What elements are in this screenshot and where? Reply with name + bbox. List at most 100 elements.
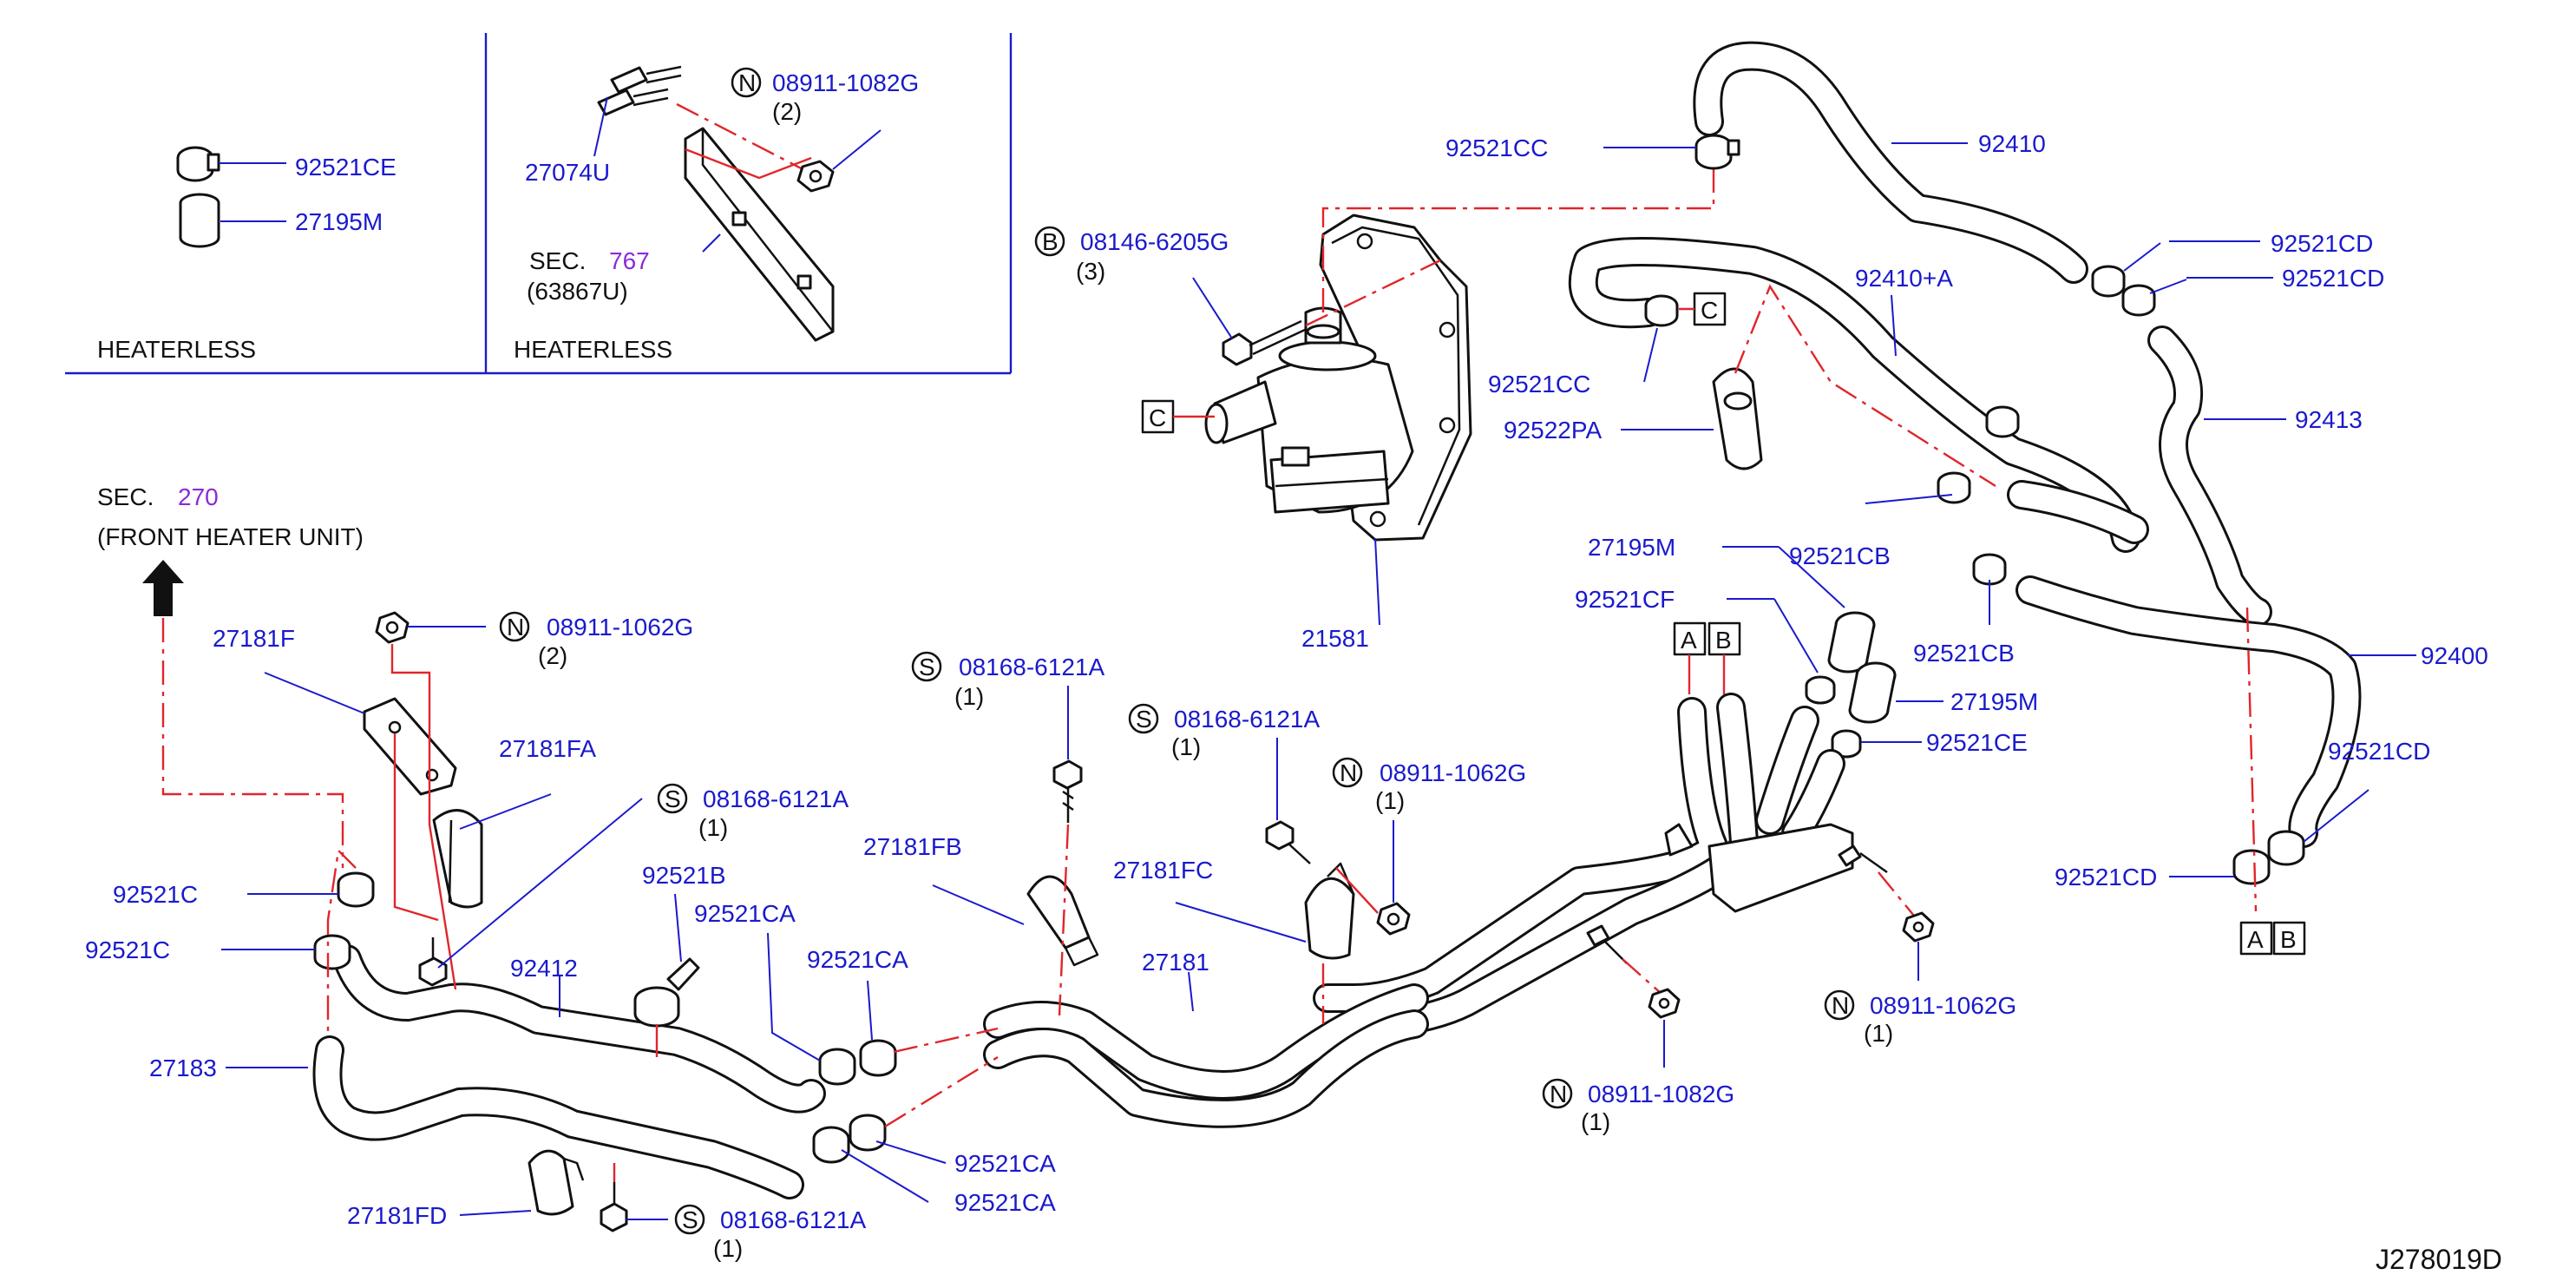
label-27181FD: 27181FD	[347, 1202, 447, 1229]
bracket-63867U	[684, 127, 835, 342]
sec-270-prefix: SEC.	[97, 483, 154, 510]
connector-b-right: B	[2280, 926, 2297, 953]
label-27183: 27183	[149, 1055, 217, 1081]
bracket-27181F	[363, 697, 457, 796]
symbol-n-left: N	[507, 614, 524, 641]
heaterless-inset-frames	[65, 33, 1013, 375]
nut-icon	[796, 160, 835, 193]
symbol-s-2: S	[1136, 706, 1152, 733]
qty-08911-1082G-top: (2)	[772, 98, 802, 125]
qty-08911-1062G-top: (2)	[538, 642, 567, 669]
label-08168-6121A-1: 08168-6121A	[959, 654, 1104, 680]
clip-92522PA	[1712, 367, 1763, 470]
label-08911-1062G-bot: 08911-1062G	[1870, 992, 2016, 1019]
qty-08168-6121A-2: (1)	[1171, 733, 1201, 760]
label-27181FC: 27181FC	[1113, 857, 1213, 884]
label-08168-6121A-2: 08168-6121A	[1174, 706, 1320, 733]
connector-b-lower: B	[1715, 627, 1732, 654]
clip-27181FD	[528, 1149, 585, 1216]
qty-08168-6121A-3: (1)	[698, 814, 728, 841]
label-92521CD-4: 92521CD	[2055, 864, 2157, 890]
label-92521CA-1: 92521CA	[694, 900, 796, 927]
label-27195M-right: 27195M	[1950, 688, 2038, 715]
hose-clamp-icon	[1694, 134, 1740, 170]
sleeve-icon	[1827, 611, 1897, 724]
label-08168-6121A-3: 08168-6121A	[703, 785, 849, 812]
hose-clamp-icon	[1644, 294, 1679, 327]
symbol-s-4: S	[682, 1206, 698, 1233]
label-92522PA: 92522PA	[1504, 417, 1602, 444]
clip-27181FC	[1304, 862, 1355, 960]
label-08911-1082G-top: 08911-1082G	[772, 69, 919, 96]
hose-clamp-icon	[812, 1039, 897, 1164]
label-92521CD-3: 92521CD	[2328, 738, 2430, 765]
symbol-n-center: N	[1340, 759, 1357, 786]
bracket-lower-right	[1664, 823, 1854, 913]
hose-clamp-icon	[313, 871, 375, 970]
sec-767-part: (63867U)	[527, 278, 628, 305]
label-21581: 21581	[1301, 625, 1369, 652]
label-92521CE-top: 92521CE	[295, 154, 397, 181]
label-08911-1062G-mid: 08911-1062G	[1380, 759, 1526, 786]
label-92521CC-top: 92521CC	[1445, 135, 1548, 161]
qty-08911-1082G-bot: (1)	[1581, 1108, 1610, 1135]
bolt-icon	[1052, 759, 1083, 823]
bolt-icon	[600, 1182, 628, 1232]
diagram-id: J278019D	[2376, 1244, 2502, 1275]
label-08168-6121A-4: 08168-6121A	[720, 1206, 866, 1233]
hose-clamp-icon	[633, 957, 700, 1028]
label-27181F: 27181F	[213, 625, 295, 652]
connector-a-lower: A	[1681, 627, 1697, 654]
bolt-icon	[1265, 820, 1311, 864]
label-92521CB-2: 92521CB	[1913, 640, 2015, 667]
label-92521CB-1: 92521CB	[1789, 542, 1891, 569]
label-92410-plus-a: 92410+A	[1855, 265, 1953, 292]
label-27181FA: 27181FA	[499, 735, 596, 762]
pipe-27181	[1313, 697, 1728, 1013]
connector-a-right: A	[2247, 926, 2264, 953]
nut-icon	[1376, 902, 1411, 936]
qty-08168-6121A-4: (1)	[713, 1235, 743, 1262]
hose-clamp-icon	[1805, 675, 1862, 759]
label-92521CE-right: 92521CE	[1926, 729, 2028, 756]
nut-icon	[1902, 911, 1935, 943]
label-08146-6205G: 08146-6205G	[1080, 228, 1229, 255]
qty-08168-6121A-1: (1)	[954, 683, 984, 710]
label-92521CA-2: 92521CA	[807, 946, 908, 973]
label-92410: 92410	[1978, 130, 2046, 157]
qty-08911-1062G-mid: (1)	[1375, 787, 1405, 814]
sec-270-number: 270	[178, 483, 219, 510]
bolt-icon	[1586, 924, 1628, 964]
label-92400: 92400	[2421, 642, 2488, 669]
label-92521CF: 92521CF	[1575, 586, 1675, 613]
sec-767-prefix: SEC.	[529, 247, 586, 274]
label-92521CD-1: 92521CD	[2271, 230, 2373, 257]
connector-c-right: C	[1701, 297, 1718, 324]
symbol-n-bottom: N	[1550, 1081, 1567, 1107]
label-08911-1062G-top: 08911-1062G	[547, 614, 693, 641]
connector-c-pump: C	[1149, 404, 1166, 431]
nut-icon	[375, 611, 410, 644]
clip-27181FB	[1026, 875, 1099, 967]
qty-08911-1062G-bot: (1)	[1864, 1020, 1893, 1047]
sleeve-icon	[179, 193, 220, 248]
label-27074U: 27074U	[525, 159, 610, 186]
label-92412: 92412	[510, 955, 578, 982]
label-08911-1082G-bot: 08911-1082G	[1588, 1081, 1734, 1107]
hose-clamp-icon	[1937, 405, 2020, 586]
label-27181FB: 27181FB	[863, 833, 962, 860]
symbol-n-inset: N	[738, 69, 756, 96]
label-92521C-2: 92521C	[85, 936, 170, 963]
bolt-icon	[1222, 319, 1306, 366]
bolt-icon	[418, 937, 448, 987]
symbol-b: B	[1042, 228, 1059, 255]
pump-21581	[1204, 214, 1472, 542]
heaterless-label-right: HEATERLESS	[514, 336, 672, 363]
label-27181: 27181	[1142, 949, 1209, 976]
hose-clamp-icon	[176, 146, 220, 182]
label-92521C-1: 92521C	[113, 881, 198, 908]
hose-clamp-icon	[2091, 265, 2156, 317]
hose-clamp-icon	[2232, 830, 2305, 885]
nut-icon	[1648, 988, 1681, 1019]
